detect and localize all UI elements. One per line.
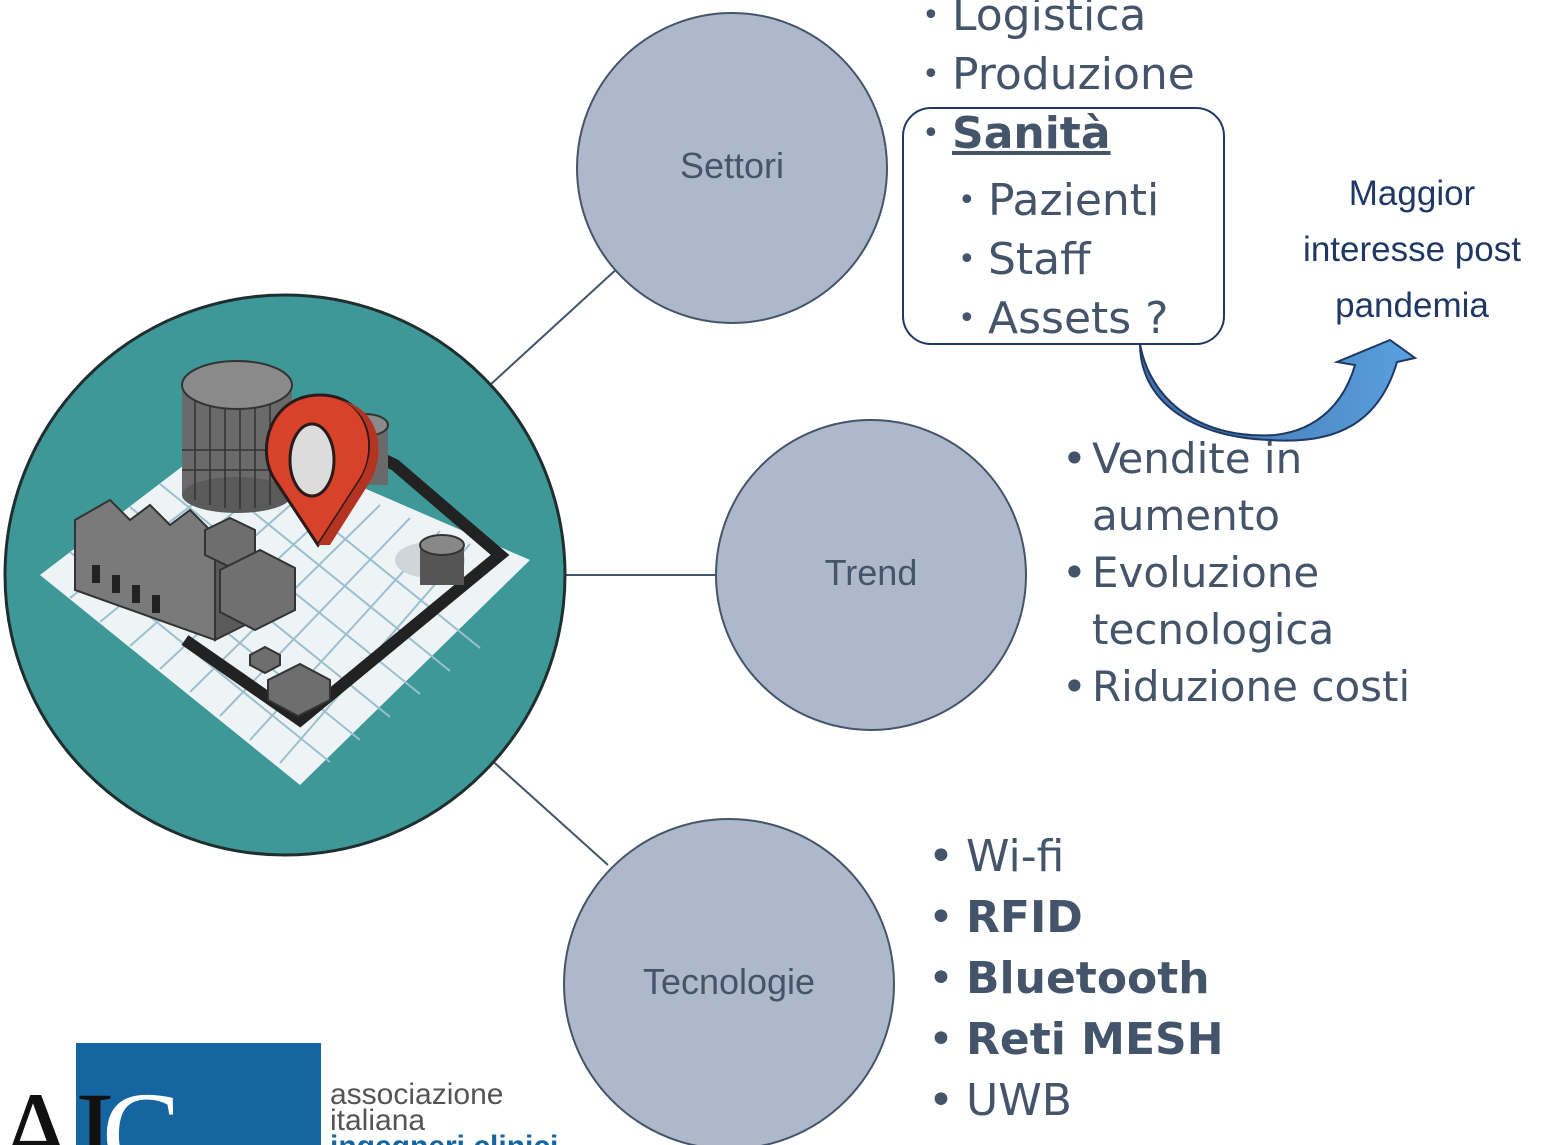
note-line: pandemia xyxy=(1335,286,1489,325)
list-item: Bluetooth xyxy=(928,948,1224,1009)
list-text: tecnologica xyxy=(1092,605,1335,654)
logo-line: italiana xyxy=(330,1104,426,1137)
list-item: Reti MESH xyxy=(928,1009,1223,1070)
tecnologie-list: Wi-fi RFID Bluetooth Reti MESH UWB xyxy=(928,826,1224,1131)
list-item: RFID xyxy=(928,887,1224,948)
node-tecnologie xyxy=(563,818,895,1145)
list-item: Vendite in aumento xyxy=(1062,430,1410,544)
list-item: Riduzione costi xyxy=(1062,658,1410,715)
list-item: Produzione xyxy=(922,45,1195,104)
logo-line: associazione xyxy=(330,1082,504,1111)
note-line: Maggior xyxy=(1348,174,1476,213)
list-item: Wi-fi xyxy=(928,826,1224,887)
logo-wordmark: associazione italiana ingegneri clinici xyxy=(330,1082,558,1145)
sanita-sublist: Pazienti Staff Assets ? xyxy=(958,171,1169,348)
hub-node xyxy=(3,293,567,857)
sanita-label: Sanità xyxy=(952,108,1111,159)
node-trend xyxy=(715,419,1027,731)
list-item: UWB xyxy=(928,1070,1224,1131)
logo-mark-c: C xyxy=(102,1075,181,1145)
node-label-trend: Trend xyxy=(824,552,918,593)
logo-line: ingegneri clinici xyxy=(330,1132,558,1145)
note-line: interesse post xyxy=(1303,230,1521,269)
pandemic-note: Maggior interesse post pandemia xyxy=(1262,166,1556,334)
list-item: Sanità xyxy=(922,104,1195,163)
list-item: Logistica xyxy=(922,0,1195,45)
list-text: aumento xyxy=(1092,491,1280,540)
settori-list: Logistica Produzione Sanità xyxy=(922,0,1195,163)
node-label-tecnologie: Tecnologie xyxy=(642,961,816,1002)
factory-map-pin-illustration xyxy=(40,360,530,785)
list-item: Staff xyxy=(958,230,1169,289)
list-item: Pazienti xyxy=(958,171,1169,230)
node-label-settori: Settori xyxy=(679,145,785,186)
logo-mark-ai: AI xyxy=(0,1075,111,1145)
logo-mark: AI xyxy=(0,1075,111,1145)
list-text: Evoluzione xyxy=(1092,548,1320,597)
aiic-logo xyxy=(76,1043,321,1145)
list-text: Vendite in xyxy=(1092,434,1303,483)
connector-lines xyxy=(487,265,716,866)
list-item: Evoluzione tecnologica xyxy=(1062,544,1410,658)
node-settori xyxy=(576,12,888,324)
list-item: Assets ? xyxy=(958,289,1168,348)
curved-arrow-icon xyxy=(1139,338,1418,442)
